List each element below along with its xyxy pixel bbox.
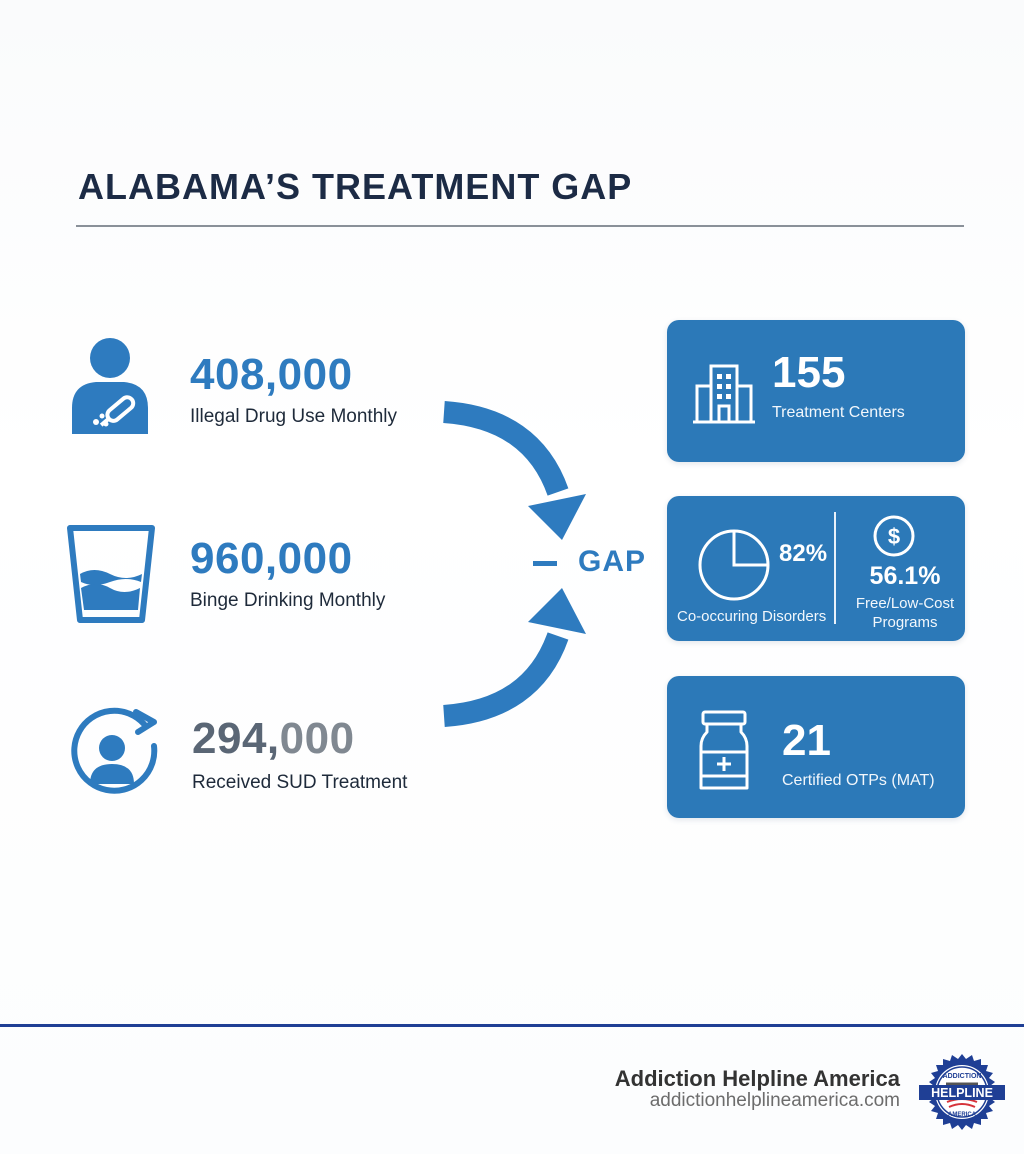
svg-text:ADDICTION: ADDICTION (943, 1073, 982, 1080)
card-disorders-and-programs: 82% Co-occuring Disorders $ 56.1% Free/L… (667, 496, 965, 641)
free-low-cost-value: 56.1% (869, 562, 941, 590)
building-icon (693, 364, 755, 429)
card-treatment-centers: 155 Treatment Centers (667, 320, 965, 462)
person-cycle-icon (66, 706, 166, 811)
stat-value: 960,000 (190, 534, 353, 583)
stat-label: Binge Drinking Monthly (190, 590, 386, 611)
stat-label: Illegal Drug Use Monthly (190, 406, 397, 427)
co-occuring-label: Co-occuring Disorders (677, 608, 827, 625)
medicine-bottle-icon (699, 710, 749, 797)
gap-label: GAP (578, 545, 647, 578)
svg-text:HELPLINE: HELPLINE (931, 1086, 993, 1100)
pie-chart-icon (697, 528, 771, 607)
card-value: 155 (772, 348, 846, 397)
gap-dash (533, 561, 557, 566)
stat-value: 408,000 (190, 350, 353, 399)
stat-value: 294,000 (192, 714, 355, 763)
free-low-cost-label: Free/Low-Cost Programs (855, 595, 955, 631)
converging-arrows-icon (443, 401, 586, 727)
card-label: Certified OTPs (MAT) (782, 772, 935, 789)
title-divider (76, 225, 964, 227)
footer-divider (0, 1024, 1024, 1027)
page-title: ALABAMA’S TREATMENT GAP (78, 166, 633, 207)
glass-water-icon (66, 524, 156, 629)
stat-label: Received SUD Treatment (192, 772, 408, 793)
svg-text:$: $ (888, 524, 900, 549)
card-label: Treatment Centers (772, 404, 905, 421)
brand-url[interactable]: addictionhelplineamerica.com (649, 1090, 900, 1111)
card-divider (834, 512, 836, 624)
card-certified-otps: 21 Certified OTPs (MAT) (667, 676, 965, 818)
co-occuring-value: 82% (779, 540, 828, 567)
brand-name: Addiction Helpline America (614, 1066, 900, 1091)
svg-text:AMERICA: AMERICA (948, 1112, 977, 1118)
dollar-icon: $ (872, 514, 916, 563)
helpline-badge-logo-icon: ADDICTION AMERICA HELPLINE (919, 1054, 1005, 1135)
card-value: 21 (782, 716, 831, 765)
person-syringe-icon (66, 336, 166, 441)
